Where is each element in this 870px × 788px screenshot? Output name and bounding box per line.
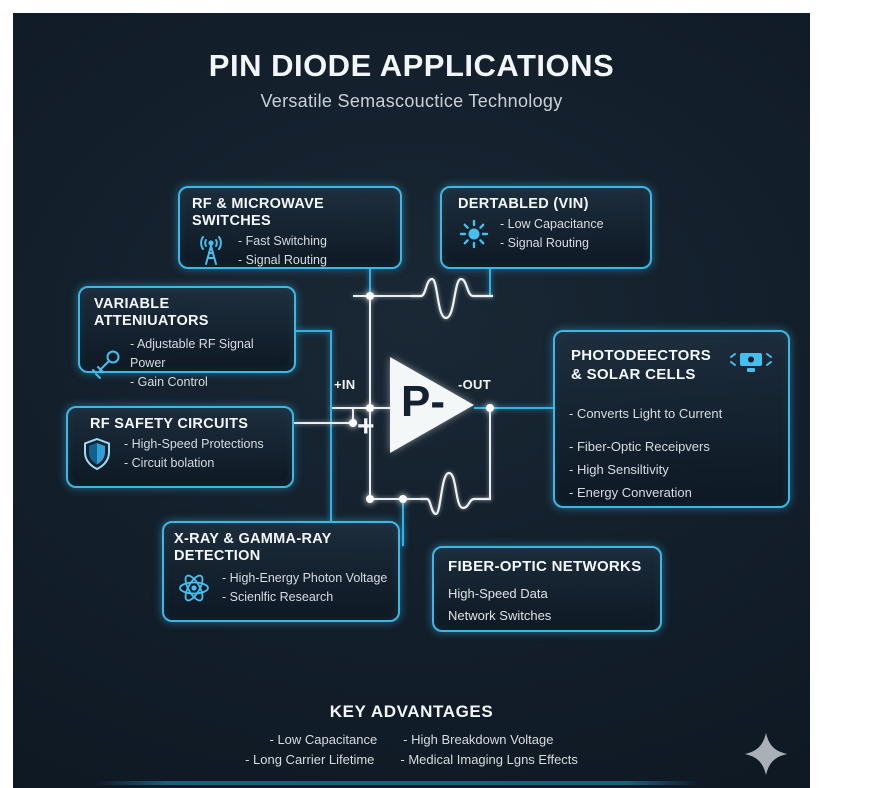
antenna-icon (192, 233, 230, 269)
wire-bottom-squiggle (421, 471, 491, 516)
box-variable-attenuators: VARIABLE ATTENIUATORS - Adjustable RF Si… (78, 286, 296, 389)
node-top (366, 292, 374, 300)
wire-bottom-horizontal (369, 498, 423, 500)
node-input (366, 404, 374, 412)
input-label: +IN (334, 377, 356, 392)
shield-icon (82, 437, 112, 471)
atom-icon (176, 570, 212, 606)
box-item: - Signal Routing (238, 253, 327, 267)
box-title: DERTABLED (VIN) (458, 196, 589, 212)
key-advantages: KEY ADVANTAGES - Low Capacitance - High … (13, 702, 810, 770)
node-step (349, 419, 357, 427)
wire-input-vertical (369, 296, 371, 410)
advantage-item: - Medical Imaging Lgns Effects (400, 752, 578, 767)
plus-label: + (357, 410, 375, 443)
box-photodetectors-solar: PHOTODEECTORS & SOLAR CELLS - Converts L… (553, 330, 790, 508)
wire-rf-switches-down (369, 269, 371, 297)
box-item: - Circuit bolation (124, 456, 215, 470)
box-item: Network Switches (448, 608, 552, 623)
box-fiber-optic-networks: FIBER-OPTIC NETWORKS High-Speed Data Net… (432, 546, 662, 632)
advantage-item: - High Breakdown Voltage (403, 732, 554, 747)
box-item: - Fiber-Optic Receipvers (569, 439, 710, 454)
attenuator-knob-icon (90, 348, 124, 380)
wire-fiber-down (402, 499, 404, 546)
wire-dertabled-down (489, 269, 491, 297)
box-item: - High-Speed Protections (124, 437, 264, 451)
box-dertabled-vin: DERTABLED (VIN) - Low Capacitance - Sign… (440, 186, 652, 269)
node-bottom-left (366, 495, 374, 503)
bottom-accent-bar (95, 781, 700, 785)
sparkle-icon (742, 730, 790, 778)
wire-step-vertical (352, 408, 354, 424)
wire-attenuator-out (295, 330, 331, 332)
wire-lower-vertical (369, 408, 371, 500)
box-item: - Gain Control (130, 375, 208, 389)
header: PIN DIODE APPLICATIONS Versatile Semasco… (13, 48, 810, 112)
box-item: - High-Energy Photon Voltage (222, 571, 388, 585)
page-title: PIN DIODE APPLICATIONS (208, 48, 615, 83)
box-item: - Scienlfic Research (222, 590, 334, 604)
box-rf-microwave-switches: RF & MICROWAVE SWITCHES - Fast Switching… (178, 186, 402, 269)
wire-input-horizontal (330, 407, 390, 409)
box-xray-gamma-detection: X-RAY & GAMMA-RAY DETECTION - High-Energ… (162, 521, 400, 622)
box-title: RF & MICROWAVE SWITCHES (192, 196, 325, 229)
advantage-item: - Long Carrier Lifetime (245, 752, 375, 767)
box-title: VARIABLE ATTENIUATORS (94, 296, 209, 329)
box-title: PHOTODEECTORS & SOLAR CELLS (571, 347, 712, 383)
wire-output-vertical (489, 410, 491, 500)
page-subtitle: Versatile Semascouctice Technology (260, 91, 563, 111)
node-bottom-mid (399, 495, 407, 503)
box-item: - Fast Switching (238, 234, 327, 248)
box-item: - Converts Light to Current (569, 406, 723, 421)
box-item: High-Speed Data (448, 586, 548, 601)
wire-top-horizontal (353, 295, 411, 297)
wire-left-vertical (330, 330, 332, 521)
wire-output-horizontal (474, 407, 553, 409)
diode-triangle (390, 357, 474, 453)
advantage-item: - Low Capacitance (269, 732, 378, 747)
diode-symbol-label: P- (401, 377, 445, 426)
box-item: - Signal Routing (500, 236, 589, 250)
box-title: X-RAY & GAMMA-RAY DETECTION (174, 531, 332, 564)
box-title: RF SAFETY CIRCUITS (90, 416, 249, 432)
box-item: - High Sensiltivity (569, 462, 669, 477)
sun-icon (458, 218, 490, 250)
camera-icon (728, 348, 774, 376)
box-item: - Energy Converation (569, 485, 692, 500)
wire-safety-out (294, 422, 354, 424)
box-item: - Low Capacitance (500, 217, 604, 231)
output-label: -OUT (458, 377, 491, 392)
box-rf-safety-circuits: RF SAFETY CIRCUITS - High-Speed Protecti… (66, 406, 294, 488)
wire-top-squiggle (411, 277, 493, 320)
key-advantages-title: KEY ADVANTAGES (329, 702, 494, 721)
node-output (486, 404, 494, 412)
box-item: - Adjustable RF Signal Power (130, 337, 254, 370)
box-title: FIBER-OPTIC NETWORKS (448, 558, 642, 575)
